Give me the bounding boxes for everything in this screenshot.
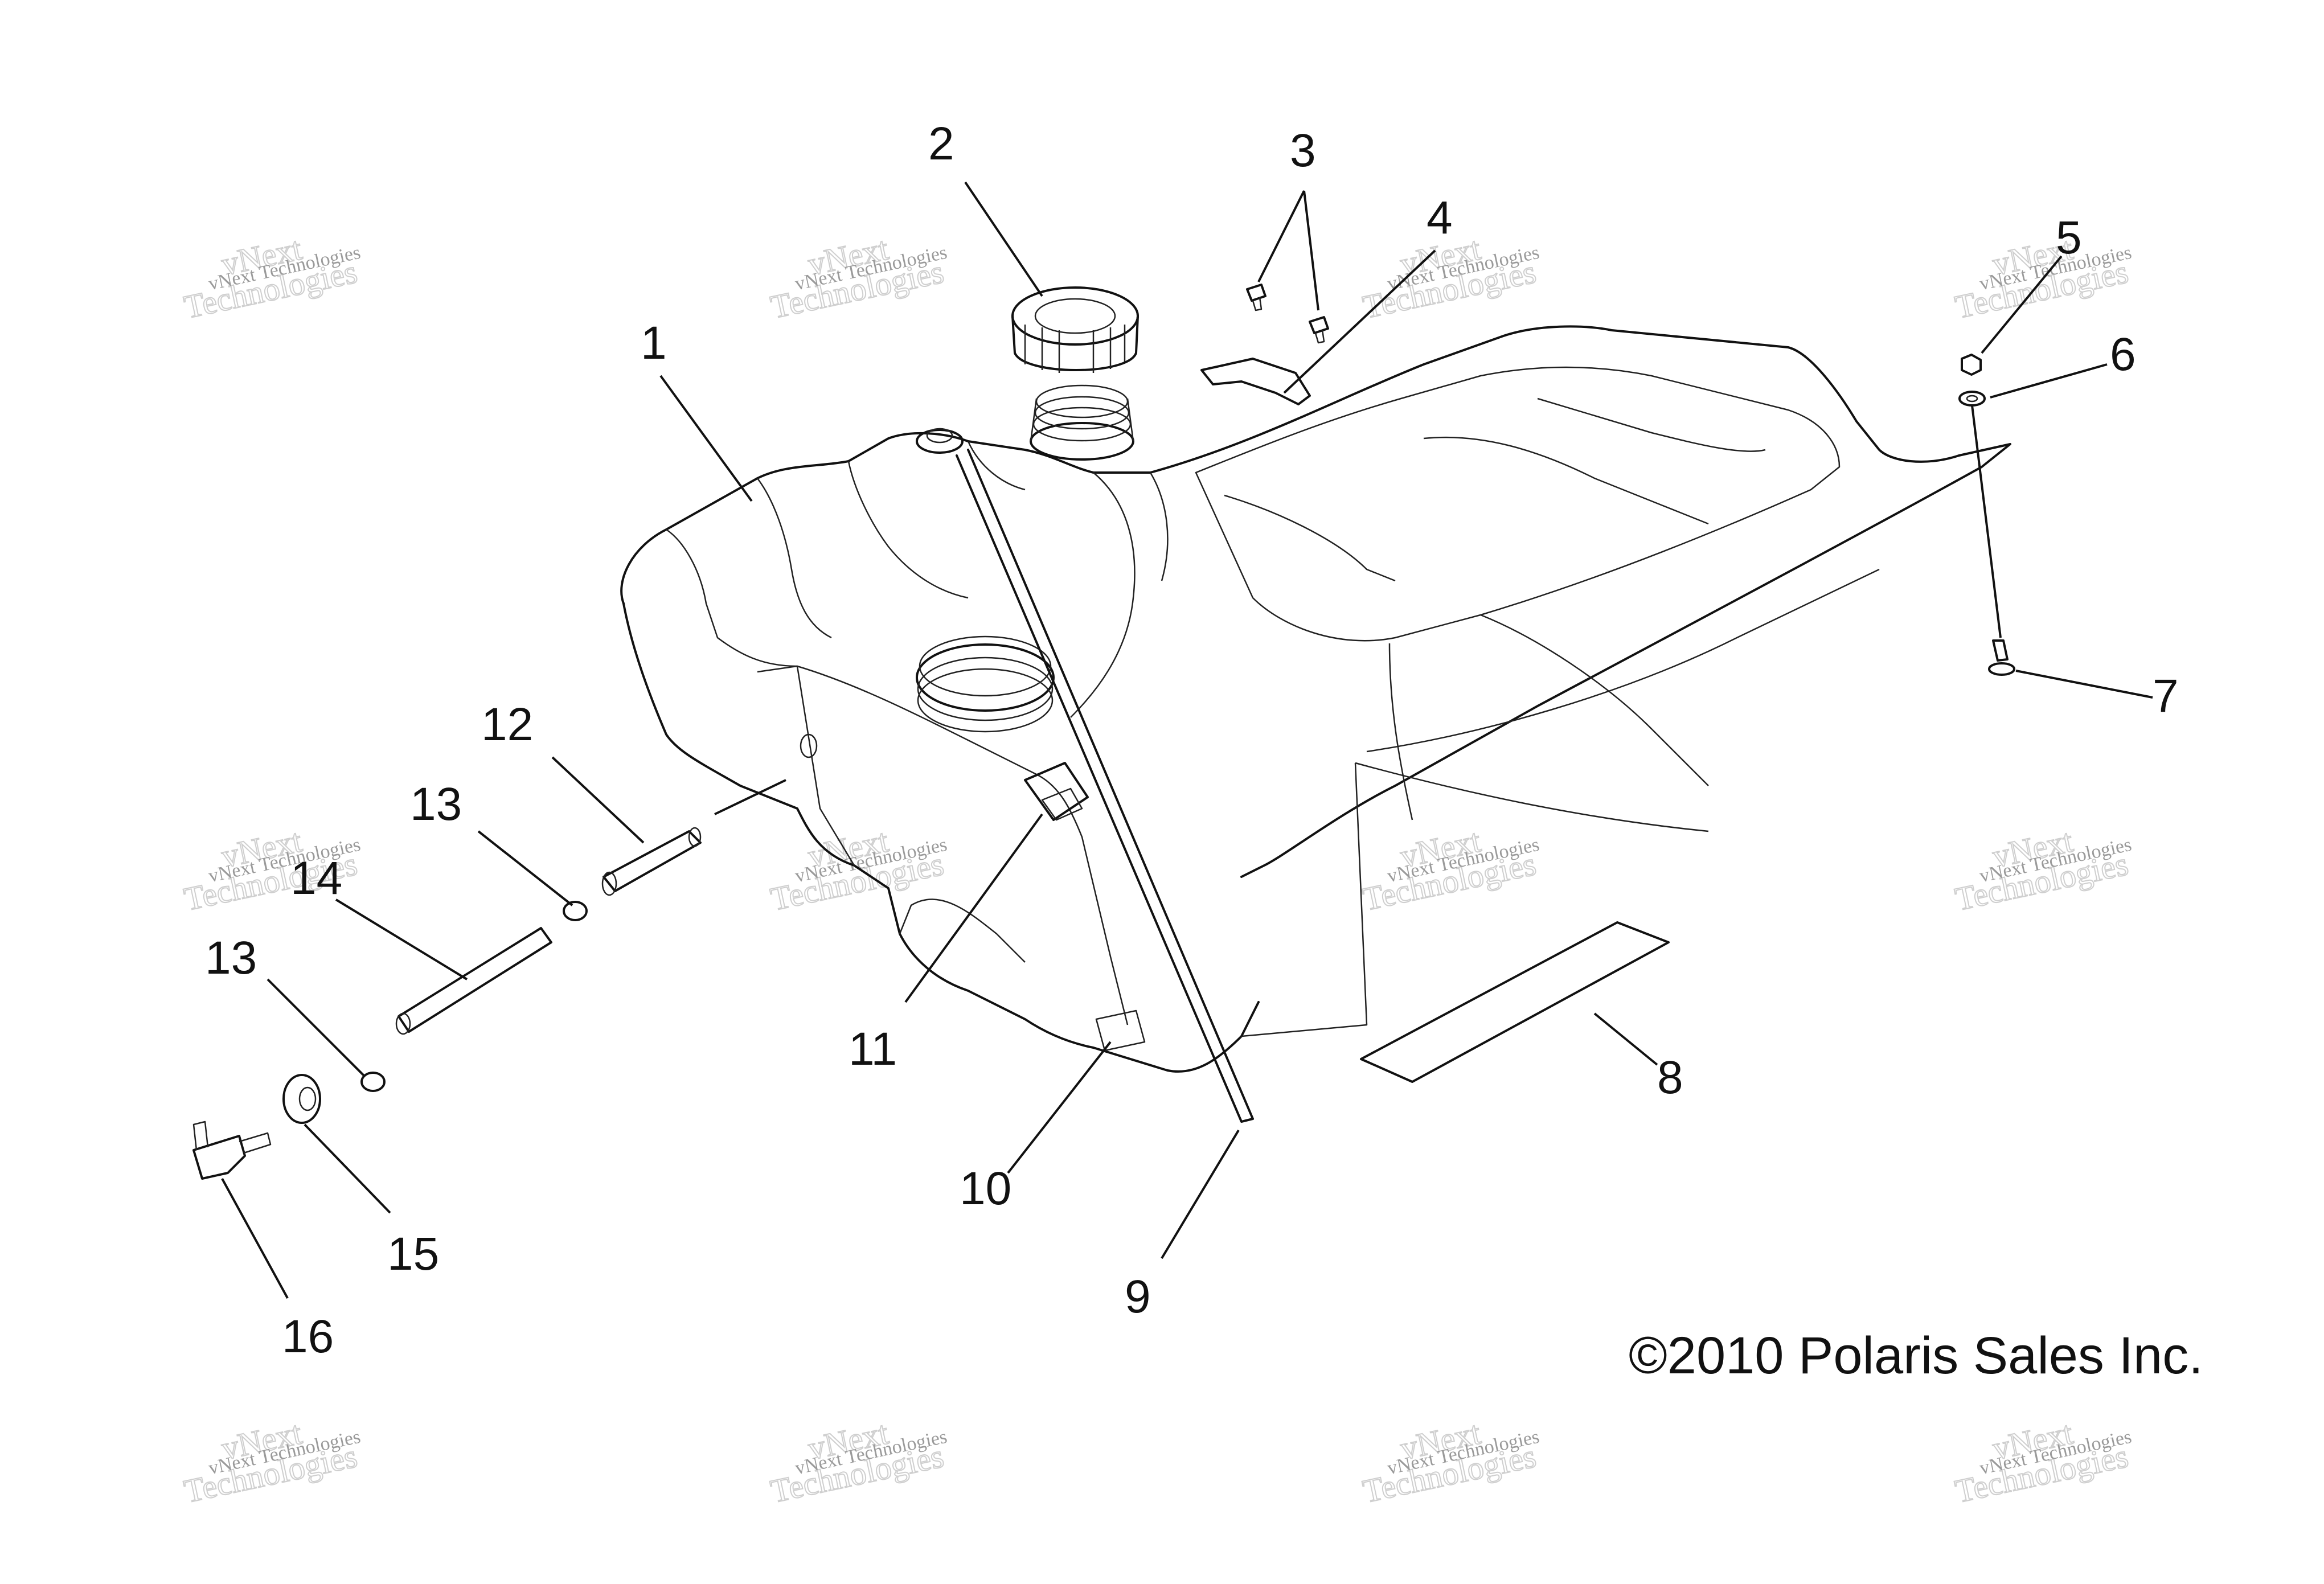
leader-13a: [477, 830, 573, 906]
leader-6: [1990, 363, 2108, 399]
leader-8: [1593, 1012, 1658, 1066]
washer: [1958, 391, 1986, 407]
callout-7: 7: [2153, 670, 2179, 722]
callout-3: 3: [1290, 125, 1316, 177]
leader-lines: [221, 181, 2153, 1299]
callout-11: 11: [849, 1023, 897, 1075]
callout-5: 5: [2056, 212, 2082, 264]
leader-15: [304, 1123, 391, 1214]
callout-16: 16: [282, 1311, 334, 1363]
callout-10: 10: [960, 1163, 1011, 1214]
clip: [1024, 762, 1089, 821]
leader-7: [2015, 670, 2153, 699]
callout-13: 13: [410, 778, 462, 830]
watermark: Technologies vNext vNext Technologies: [181, 229, 363, 326]
fitting: [601, 827, 702, 896]
watermark: Technologies vNext vNext Technologies: [1952, 229, 2134, 326]
copyright-notice: ©2010 Polaris Sales Inc.: [1629, 1327, 2203, 1385]
watermark: Technologies vNext vNext Technologies: [1359, 1413, 1542, 1510]
callout-8: 8: [1657, 1052, 1683, 1103]
warning-label: [1095, 1010, 1146, 1052]
hose-clamp: [563, 901, 588, 921]
nut: [1961, 354, 1982, 376]
leader-6-7-link: [1971, 405, 2002, 638]
leader-3a: [1257, 190, 1305, 282]
callout-12: 12: [481, 699, 533, 750]
leader-5: [1981, 255, 2063, 354]
leader-2: [964, 181, 1043, 297]
push-pin: [1246, 284, 1266, 311]
fuel-cap: [1011, 286, 1139, 373]
watermark: Technologies vNext vNext Technologies: [767, 229, 949, 326]
vent-tube: [956, 449, 1254, 1123]
watermark-grid: Technologies vNext vNext Technologies Te…: [181, 229, 2134, 1510]
leader-12-tank: [714, 779, 786, 815]
screw: [1988, 639, 2015, 676]
push-pin: [1309, 316, 1329, 344]
leader-4: [1283, 249, 1436, 394]
callout-14: 14: [290, 852, 342, 904]
watermark: Technologies vNext vNext Technologies: [181, 1413, 363, 1510]
leader-9: [1161, 1129, 1240, 1259]
callout-9: 9: [1125, 1271, 1151, 1323]
watermark: Technologies vNext vNext Technologies: [1359, 821, 1542, 918]
grommet: [282, 1074, 321, 1124]
leader-12: [551, 756, 645, 844]
watermark: Technologies vNext vNext Technologies: [1952, 1413, 2134, 1510]
watermark: Technologies vNext vNext Technologies: [767, 1413, 949, 1510]
watermark: Technologies vNext vNext Technologies: [1952, 821, 2134, 918]
callout-13: 13: [205, 932, 257, 984]
callout-4: 4: [1427, 192, 1453, 244]
callout-6: 6: [2110, 329, 2136, 380]
bracket: [1200, 358, 1311, 405]
callout-2: 2: [928, 118, 954, 170]
fuel-tank-body: [620, 325, 2011, 1073]
leader-14: [335, 898, 468, 980]
foam-pad: [1360, 921, 1670, 1083]
leader-11: [904, 813, 1043, 1003]
leader-1: [659, 375, 753, 502]
leader-10: [1007, 1041, 1112, 1174]
callout-labels: 1 2 3 4 5 6 7 8 9 10 11 12 13 13 14 15 1…: [205, 118, 2179, 1363]
elbow-fitting: [192, 1121, 272, 1180]
leader-3b: [1303, 190, 1319, 311]
watermark: Technologies vNext vNext Technologies: [767, 821, 949, 918]
leader-16: [221, 1178, 289, 1299]
callout-1: 1: [641, 317, 667, 369]
callout-15: 15: [387, 1228, 439, 1280]
hose-clamp: [360, 1072, 386, 1092]
leader-13b: [267, 978, 366, 1077]
fuel-hose: [395, 927, 552, 1035]
